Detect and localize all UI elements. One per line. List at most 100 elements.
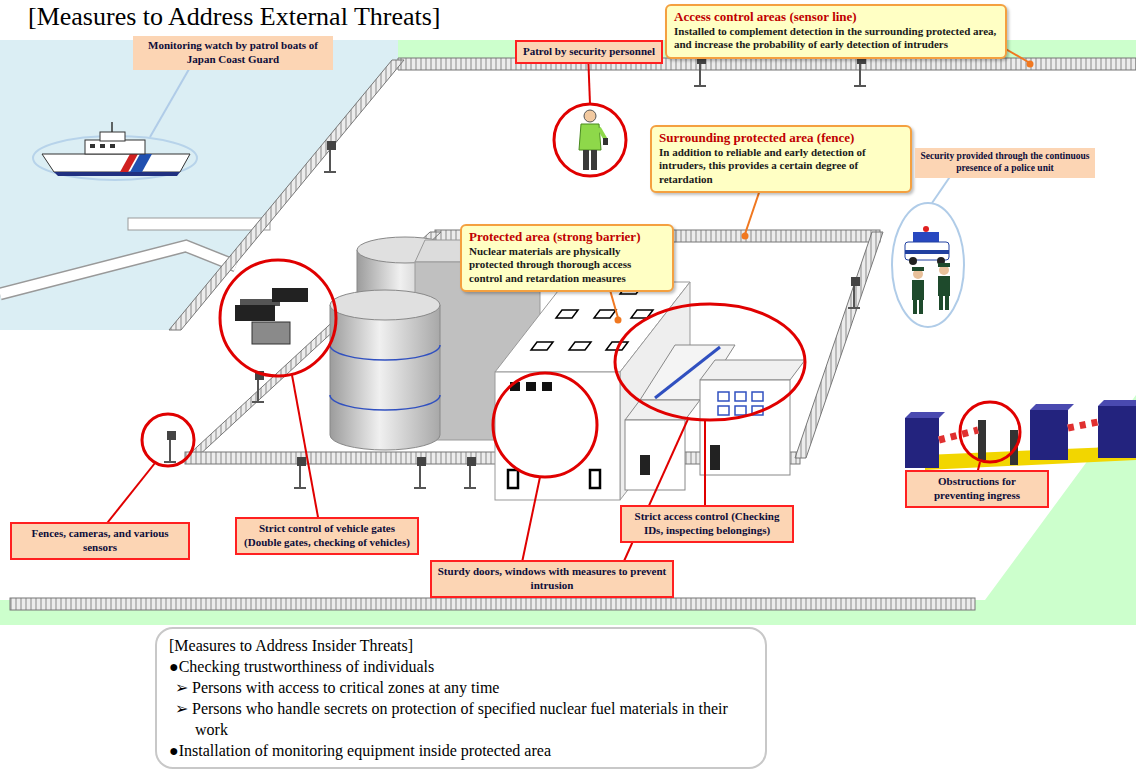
officer-cap	[938, 263, 950, 267]
ship-window	[110, 144, 115, 148]
pier	[0, 246, 236, 294]
skylight	[531, 342, 553, 350]
callout-box: Sturdy doors, windows with measures to p…	[430, 560, 674, 598]
officer-cap	[912, 267, 924, 271]
window	[526, 382, 536, 391]
guard-leg	[591, 150, 597, 170]
note-body: In addition to reliable and early detect…	[659, 146, 903, 186]
skylight	[556, 310, 578, 318]
barrier-bar	[939, 430, 978, 440]
officer-leg	[939, 296, 943, 310]
note-heading: Protected area (strong barrier)	[469, 229, 665, 245]
ship-highlight	[33, 136, 197, 180]
tank-band	[330, 395, 440, 410]
building-front	[700, 380, 790, 475]
leader-dot	[615, 317, 622, 324]
inner-fence	[795, 232, 883, 458]
building-roof	[625, 400, 700, 420]
ship-deckhouse	[85, 140, 145, 154]
leader-line	[520, 477, 540, 572]
highlight-circle	[220, 260, 336, 376]
grass-ground	[0, 40, 1136, 625]
ship-stripe	[130, 154, 152, 172]
sensor-post	[294, 457, 306, 488]
callout-text: Obstructions for preventing ingress	[912, 475, 1042, 503]
barrier-bar	[939, 430, 978, 440]
callout-text: Sturdy doors, windows with measures to p…	[437, 565, 667, 593]
callout-text: Monitoring watch by patrol boats of Japa…	[138, 39, 328, 67]
highlight-circle	[142, 414, 194, 466]
gate-post	[978, 420, 986, 460]
callout-box: Obstructions for preventing ingress	[905, 470, 1049, 508]
obstruction-block	[905, 418, 939, 468]
officer-leg	[945, 296, 949, 310]
police-car-cab	[913, 232, 939, 243]
block-top	[1030, 404, 1074, 410]
sensor-post	[848, 277, 860, 308]
outer-fence	[10, 598, 975, 610]
callout-box: Patrol by security personnel	[515, 40, 663, 64]
sensor-post	[414, 457, 426, 488]
window	[542, 382, 552, 391]
skylight	[569, 342, 591, 350]
sub-bullet-item: ➢ Persons who handle secrets on protecti…	[169, 698, 753, 740]
bullet-item: ●Checking trustworthiness of individuals	[169, 656, 753, 677]
tank-top	[330, 290, 440, 320]
leader-line	[620, 419, 688, 570]
door	[590, 470, 600, 488]
callout-text: Patrol by security personnel	[522, 45, 656, 59]
ship-bridge	[100, 132, 125, 141]
wheel	[909, 257, 917, 265]
note-box: Access control areas (sensor line)Instal…	[665, 4, 1007, 59]
highlight-circle	[493, 373, 597, 477]
sensor-post	[252, 371, 264, 402]
ship-window	[100, 144, 105, 148]
gate-booth	[252, 322, 290, 344]
sensor-post	[694, 55, 706, 86]
officer-body	[912, 280, 924, 300]
building-front	[625, 420, 685, 490]
insider-measures-box: [Measures to Address Insider Threats]●Ch…	[155, 627, 767, 769]
sub-bullet-item: ➢ Persons with access to critical zones …	[169, 677, 753, 698]
note-box: Surrounding protected area (fence)In add…	[650, 125, 912, 193]
guard-radio	[603, 138, 608, 145]
block-top	[905, 412, 945, 418]
highlight-circle	[554, 104, 626, 176]
site-ground	[0, 66, 1136, 600]
building-front	[495, 372, 620, 500]
officer-body	[938, 276, 950, 296]
officer-leg	[913, 300, 917, 314]
vehicle-gate	[272, 288, 308, 302]
window	[718, 406, 729, 415]
door	[710, 445, 720, 470]
highlight-circle	[960, 402, 1020, 462]
callout-box: Monitoring watch by patrol boats of Japa…	[133, 36, 333, 70]
officer-leg	[919, 300, 923, 314]
window	[752, 392, 763, 401]
leader-dot	[1027, 61, 1034, 68]
police-car-stripe	[905, 250, 949, 254]
obstruction-block	[1098, 406, 1136, 458]
callout-box: Fences, cameras, and various sensors	[10, 522, 190, 560]
callout-box: Security provided through the continuous…	[915, 148, 1095, 178]
tank-band	[330, 345, 440, 360]
sensor-post	[854, 55, 866, 86]
window	[735, 392, 746, 401]
note-heading: Surrounding protected area (fence)	[659, 130, 903, 146]
diagram-title: [Measures to Address External Threats]	[28, 2, 441, 32]
leader-dot	[742, 233, 749, 240]
ship-keel	[54, 172, 180, 176]
callout-text: Fences, cameras, and various sensors	[17, 527, 183, 555]
camera-post	[164, 431, 176, 462]
pier	[128, 218, 270, 230]
note-body: Nuclear materials are physically protect…	[469, 245, 665, 285]
leader-line	[292, 375, 320, 528]
ship-mast	[111, 122, 113, 132]
sensor-post	[324, 141, 336, 172]
door	[508, 470, 518, 488]
building-roof	[700, 360, 805, 380]
guard-leg	[583, 150, 589, 170]
highlight-circle	[615, 304, 805, 420]
guard-jacket	[579, 124, 601, 150]
